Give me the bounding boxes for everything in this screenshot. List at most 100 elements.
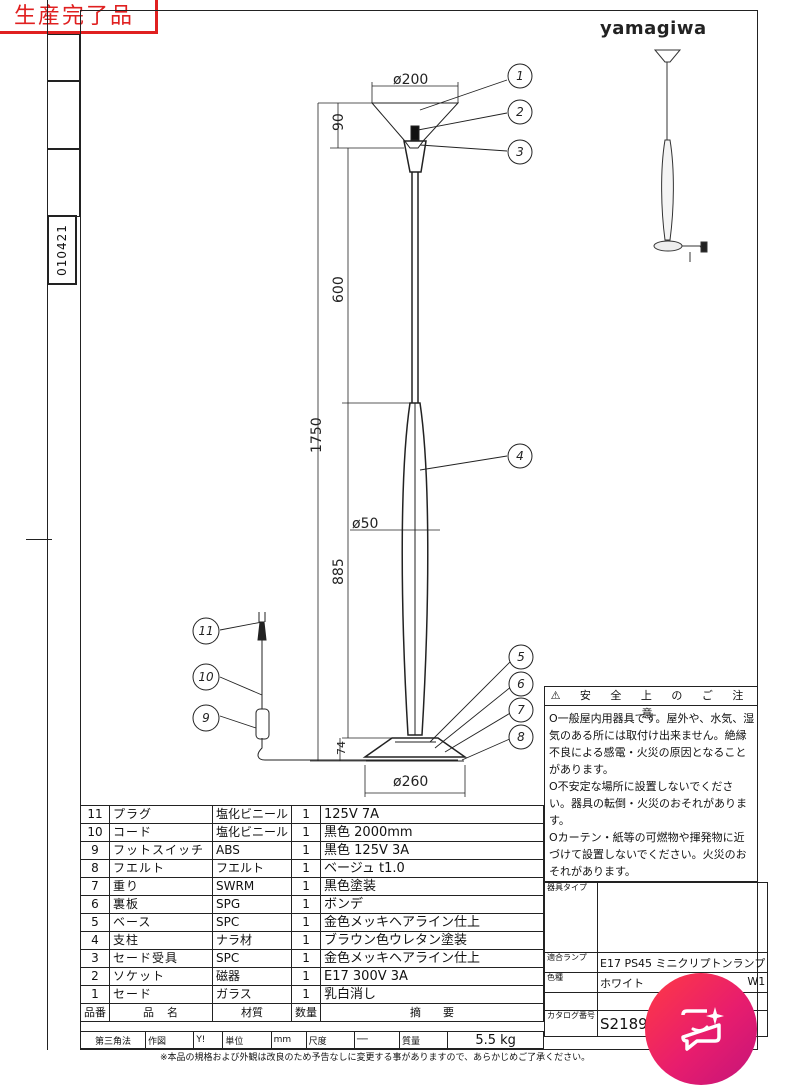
safety-notice: ⚠ 安 全 上 の ご 注 意 O一般屋内用器具です。屋外や、水気、湿気のある所…	[544, 686, 758, 882]
part-qty: 1	[291, 859, 322, 878]
part-spec: ボンデ	[320, 895, 544, 914]
callout-6-label: 6	[517, 677, 525, 691]
drawn-label: 作図	[144, 1031, 195, 1049]
safety-item: Oカーテン・紙等の可燃物や揮発物に近づけて設置しないでください。火災のおそれがあ…	[549, 831, 747, 878]
dim-upper-length: 600	[331, 276, 347, 303]
base-outline	[362, 737, 468, 758]
part-name: プラグ	[109, 805, 213, 824]
lamp-thumbnail	[653, 49, 708, 262]
discontinued-stamp: 生産完了品	[0, 0, 158, 34]
shade-holder	[403, 140, 427, 173]
part-material: SPC	[211, 949, 293, 968]
dim-base-height: 74	[335, 741, 348, 755]
callout-9-label: 9	[202, 711, 210, 725]
callout-6	[508, 671, 534, 697]
part-material: フエルト	[211, 859, 293, 878]
part-number: 7	[80, 877, 110, 896]
unit-label: 単位	[222, 1031, 272, 1049]
part-qty: 1	[291, 931, 322, 950]
part-spec: ベージュ t1.0	[320, 859, 544, 878]
part-number: 9	[80, 841, 110, 860]
part-spec: 黒色塗装	[320, 877, 544, 896]
brand-logo: yamagiwa	[600, 18, 707, 39]
callout-1	[507, 63, 533, 89]
part-spec: 黒色 125V 3A	[320, 841, 544, 860]
callout-3	[507, 139, 533, 165]
part-number: 8	[80, 859, 110, 878]
title-block: 第三角法 作図 Y! 単位 mm 尺度 ── 質量 5.5 kg	[80, 1031, 544, 1049]
chat-sparkle-icon	[681, 1007, 724, 1051]
header-no: 品番	[80, 1003, 110, 1022]
ai-assistant-button[interactable]	[645, 973, 757, 1085]
drawing-frame	[80, 10, 758, 1050]
part-name: 裏板	[109, 895, 213, 914]
part-spec: 125V 7A	[320, 805, 544, 824]
margin-line	[47, 0, 48, 1050]
callout-7-label: 7	[517, 703, 525, 717]
document-number-box: 010421	[47, 215, 77, 285]
part-name: セード	[109, 985, 213, 1004]
part-number: 2	[80, 967, 110, 986]
callout-10	[192, 663, 220, 691]
part-name: ベース	[109, 913, 213, 932]
part-spec: ブラウン色ウレタン塗装	[320, 931, 544, 950]
callout-8-label: 8	[517, 730, 525, 744]
part-material: 塩化ビニール	[211, 805, 293, 824]
callout-2-label: 2	[516, 105, 524, 119]
part-spec: 金色メッキヘアライン仕上	[320, 913, 544, 932]
type-value	[596, 882, 769, 953]
header-material: 材質	[211, 1003, 293, 1022]
part-qty: 1	[291, 913, 322, 932]
part-qty: 1	[291, 895, 322, 914]
part-material: SPG	[211, 895, 293, 914]
part-name: フエルト	[109, 859, 213, 878]
part-material: ナラ材	[211, 931, 293, 950]
weight-value: 5.5 kg	[447, 1031, 544, 1049]
callout-2	[507, 99, 533, 125]
lamp-value: E17 PS45 ミニクリプトンランプ	[596, 952, 769, 973]
part-qty: 1	[291, 949, 322, 968]
drawn-by: Y!	[193, 1031, 224, 1049]
part-qty: 1	[291, 805, 322, 824]
safety-item: O不安定な場所に設置しないでください。器具の転倒・火災のおそれがあります。	[549, 780, 747, 827]
projection: 第三角法	[80, 1031, 146, 1049]
callout-11	[192, 617, 220, 645]
callout-10-label: 10	[198, 670, 214, 684]
callout-3-label: 3	[516, 145, 524, 159]
stem-outline	[401, 402, 429, 736]
part-material: SWRM	[211, 877, 293, 896]
part-spec: 金色メッキヘアライン仕上	[320, 949, 544, 968]
header-qty: 数量	[291, 1003, 322, 1022]
part-qty: 1	[291, 823, 322, 842]
header-spec: 摘 要	[320, 1003, 544, 1022]
dim-base-dia: ø260	[393, 774, 428, 790]
callout-8	[508, 724, 534, 750]
part-name: フットスイッチ	[109, 841, 213, 860]
part-number: 1	[80, 985, 110, 1004]
dim-lower-length: 885	[331, 558, 347, 585]
disclaimer-note: ※本品の規格および外観は改良のため予告なしに変更する事がありますので、あらかじめ…	[160, 1053, 591, 1063]
safety-title: ⚠ 安 全 上 の ご 注 意	[545, 687, 757, 720]
cord-line	[257, 738, 458, 761]
part-number: 3	[80, 949, 110, 968]
header-name: 品 名	[109, 1003, 213, 1022]
lamp-watt: W1	[747, 974, 766, 988]
callout-11-label: 11	[198, 624, 213, 638]
weight-label: 質量	[398, 1031, 449, 1049]
catalog-label: カタログ番号	[544, 1010, 598, 1037]
type-label: 器具タイプ	[544, 882, 598, 953]
dim-stem-dia: ø50	[352, 516, 378, 532]
scale-label: 尺度	[305, 1031, 355, 1049]
part-qty: 1	[291, 841, 322, 860]
part-spec: E17 300V 3A	[320, 967, 544, 986]
